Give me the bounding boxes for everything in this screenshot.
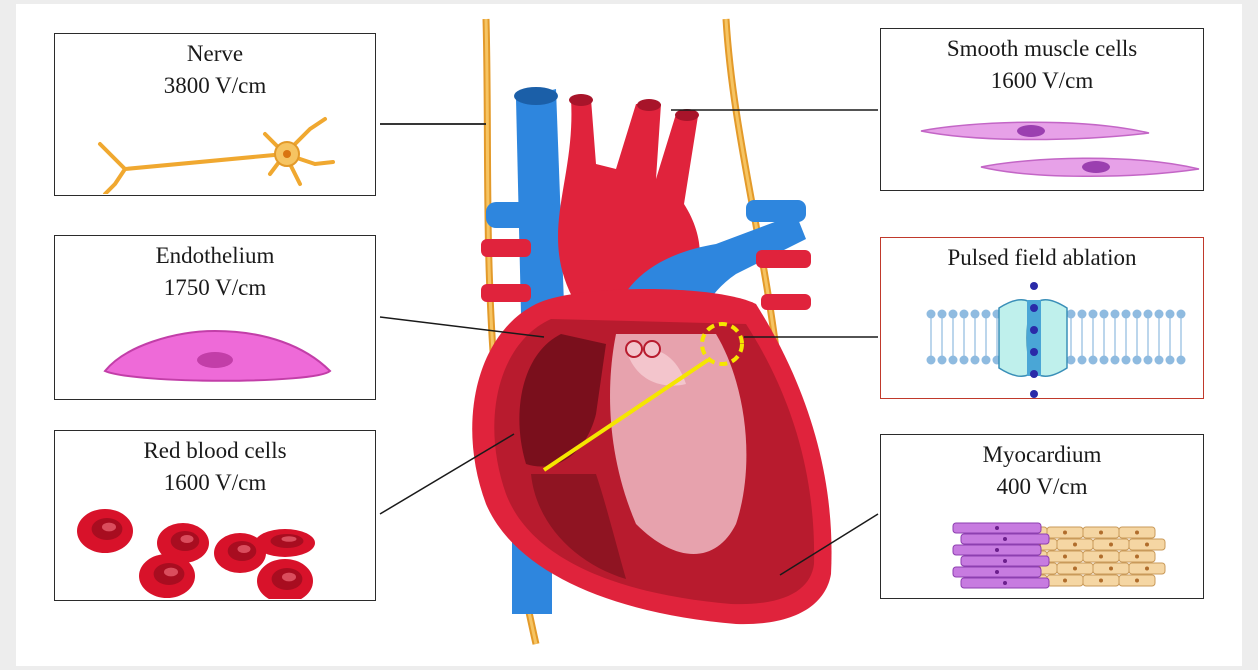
endothelial-cell-icon bbox=[55, 236, 375, 398]
diagram-canvas: Nerve 3800 V/cm Smooth muscle cells 1600… bbox=[16, 4, 1242, 666]
pfa-card: Pulsed field ablation bbox=[880, 237, 1204, 399]
membrane-pore-icon bbox=[881, 238, 1203, 398]
endothelium-card: Endothelium 1750 V/cm bbox=[54, 235, 376, 400]
smooth-muscle-card: Smooth muscle cells 1600 V/cm bbox=[880, 28, 1204, 191]
myocardium-card: Myocardium 400 V/cm bbox=[880, 434, 1204, 599]
neuron-icon bbox=[55, 34, 375, 194]
nerve-card: Nerve 3800 V/cm bbox=[54, 33, 376, 196]
red-blood-cell bbox=[77, 509, 133, 553]
myocardium-tissue-icon bbox=[881, 435, 1203, 597]
red-blood-cell bbox=[139, 554, 195, 598]
red-blood-cell bbox=[255, 529, 315, 557]
red-blood-cell-icon bbox=[55, 431, 375, 599]
rbc-card: Red blood cells 1600 V/cm bbox=[54, 430, 376, 601]
red-blood-cell bbox=[257, 559, 313, 599]
vena-cava-superior bbox=[516, 89, 564, 314]
smooth-muscle-cell-icon bbox=[881, 29, 1203, 189]
